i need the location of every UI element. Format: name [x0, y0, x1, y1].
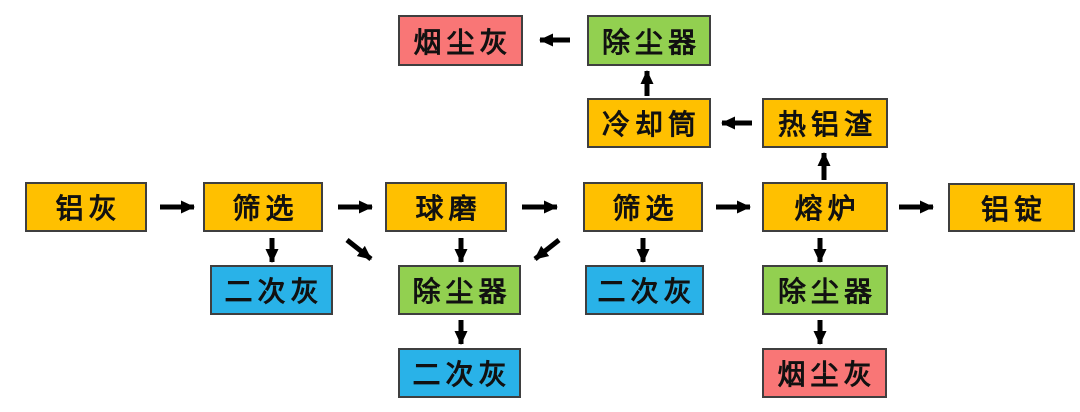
node-dust-collector-mid: 除尘器	[398, 265, 521, 315]
node-screening-2: 筛选	[583, 182, 703, 232]
node-aluminum-ash: 铝灰	[25, 182, 147, 232]
arrow-screening-2-diagonal-to-dust-collector-mid	[533, 238, 561, 261]
node-ball-mill: 球磨	[385, 182, 507, 232]
node-secondary-ash-3: 二次灰	[398, 348, 521, 398]
node-cooling-cylinder: 冷却筒	[587, 98, 711, 148]
node-smoke-dust-ash-top: 烟尘灰	[398, 15, 523, 66]
node-melting-furnace: 熔炉	[762, 182, 888, 232]
node-smoke-dust-ash-bottom: 烟尘灰	[762, 348, 887, 398]
node-secondary-ash-2: 二次灰	[585, 265, 704, 315]
node-dust-collector-top: 除尘器	[587, 15, 711, 66]
node-secondary-ash-1: 二次灰	[210, 265, 333, 315]
node-screening-1: 筛选	[203, 182, 323, 232]
node-hot-aluminum-slag: 热铝渣	[762, 98, 888, 148]
node-dust-collector-bottom: 除尘器	[762, 265, 888, 315]
arrow-screening-1-diagonal-to-dust-collector-mid	[345, 238, 373, 261]
node-aluminum-ingot: 铝锭	[948, 183, 1075, 232]
